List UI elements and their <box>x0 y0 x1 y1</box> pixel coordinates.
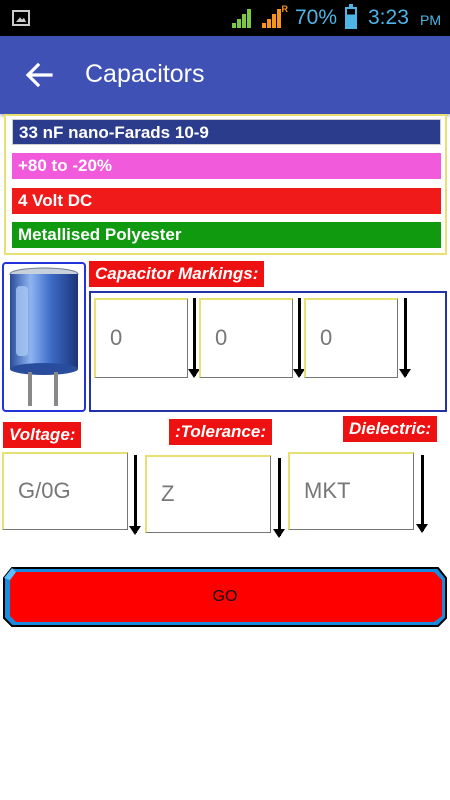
roaming-indicator: R <box>281 4 289 14</box>
status-bar: R 70% 3:23 PM <box>0 0 450 36</box>
digit-select-1[interactable]: 0 <box>94 298 188 378</box>
dropdown-arrow-icon[interactable] <box>293 298 305 378</box>
battery-icon <box>345 4 357 29</box>
dropdown-arrow-icon[interactable] <box>399 298 411 378</box>
tolerance-result: +80 to -20% <box>12 153 441 179</box>
clock-time: 3:23 <box>368 6 409 29</box>
battery-percent: 70% <box>295 6 338 29</box>
digit-select-2[interactable]: 0 <box>199 298 293 378</box>
dielectric-select[interactable]: MKT <box>288 452 414 530</box>
dropdown-arrow-icon[interactable] <box>273 458 285 538</box>
go-button-label: GO <box>212 588 238 605</box>
signal-strength-icon <box>232 8 254 28</box>
dielectric-label: Dielectric: <box>343 416 438 442</box>
dielectric-result: Metallised Polyester <box>12 222 441 248</box>
go-button[interactable]: GO <box>2 566 448 628</box>
markings-panel: 0 0 0 <box>89 291 447 412</box>
voltage-select[interactable]: G/0G <box>2 452 128 530</box>
dropdown-arrow-icon[interactable] <box>129 455 141 535</box>
dropdown-arrow-icon[interactable] <box>188 298 200 378</box>
page-title: Capacitors <box>85 60 205 88</box>
arrow-left-icon[interactable] <box>24 60 54 90</box>
capacitor-image <box>2 262 86 412</box>
tolerance-label: :Tolerance: <box>169 419 273 445</box>
tolerance-select[interactable]: Z <box>145 455 271 533</box>
voltage-label: Voltage: <box>3 422 82 448</box>
clock-ampm: PM <box>420 12 441 28</box>
image-notification-icon <box>12 10 30 26</box>
app-bar: Capacitors <box>0 36 450 114</box>
signal-strength-roaming-icon: R <box>262 4 288 28</box>
dropdown-arrow-icon[interactable] <box>416 455 428 533</box>
digit-select-3[interactable]: 0 <box>304 298 398 378</box>
capacitor-markings-label: Capacitor Markings: <box>89 261 265 287</box>
result-panel: 33 nF nano-Farads 10-9 +80 to -20% 4 Vol… <box>4 114 447 255</box>
capacitance-result: 33 nF nano-Farads 10-9 <box>12 119 441 145</box>
voltage-result: 4 Volt DC <box>12 188 441 214</box>
